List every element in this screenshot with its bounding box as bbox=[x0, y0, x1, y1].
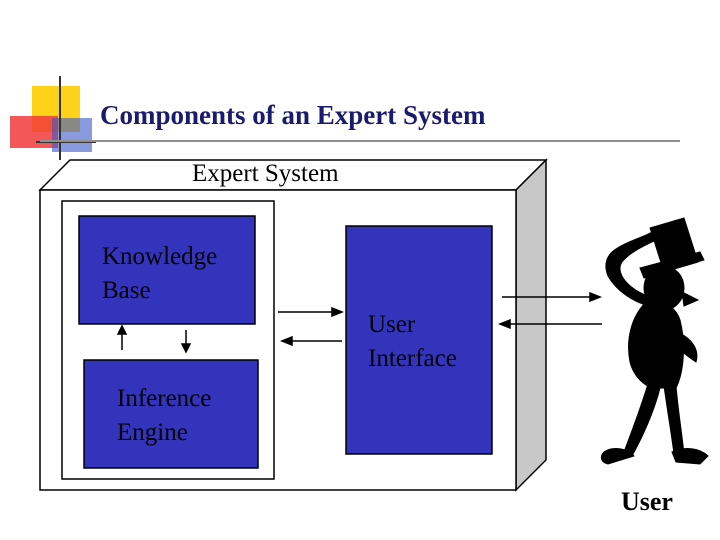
logo-blue-square bbox=[52, 118, 92, 152]
user-nose bbox=[681, 291, 700, 307]
knowledge-base-box bbox=[78, 215, 256, 325]
inference-engine-label: Inference Engine bbox=[117, 385, 212, 446]
user-raised-arm bbox=[605, 231, 657, 307]
expert-system-label: Expert System bbox=[192, 160, 339, 187]
from-ui-arrow-head bbox=[279, 335, 293, 347]
user-right-foot bbox=[671, 448, 709, 465]
user-right-leg bbox=[663, 385, 685, 455]
user-left-leg bbox=[623, 383, 661, 457]
slide-logo-decoration bbox=[10, 76, 96, 160]
container-side-face bbox=[515, 158, 547, 492]
user-left-foot bbox=[600, 448, 635, 465]
user-interface-label: User Interface bbox=[368, 311, 457, 372]
inference-engine-box bbox=[83, 359, 259, 469]
to-user-arrow-head bbox=[589, 291, 603, 303]
user-figure bbox=[600, 217, 709, 465]
inner-frame bbox=[61, 200, 275, 480]
user-interface-box bbox=[345, 225, 493, 455]
kb-to-ie-arrow-head bbox=[180, 343, 192, 354]
slide-title: Components of an Expert System bbox=[100, 100, 486, 130]
user-label: User bbox=[621, 487, 673, 516]
title-underline bbox=[40, 140, 680, 142]
knowledge-base-label: Knowledge Base bbox=[102, 243, 218, 304]
logo-red-square bbox=[10, 116, 58, 148]
user-hip-arm bbox=[671, 329, 698, 363]
ie-to-kb-arrow-head bbox=[116, 324, 128, 335]
to-ui-arrow-head bbox=[331, 306, 345, 318]
from-user-arrow-head bbox=[497, 318, 511, 330]
